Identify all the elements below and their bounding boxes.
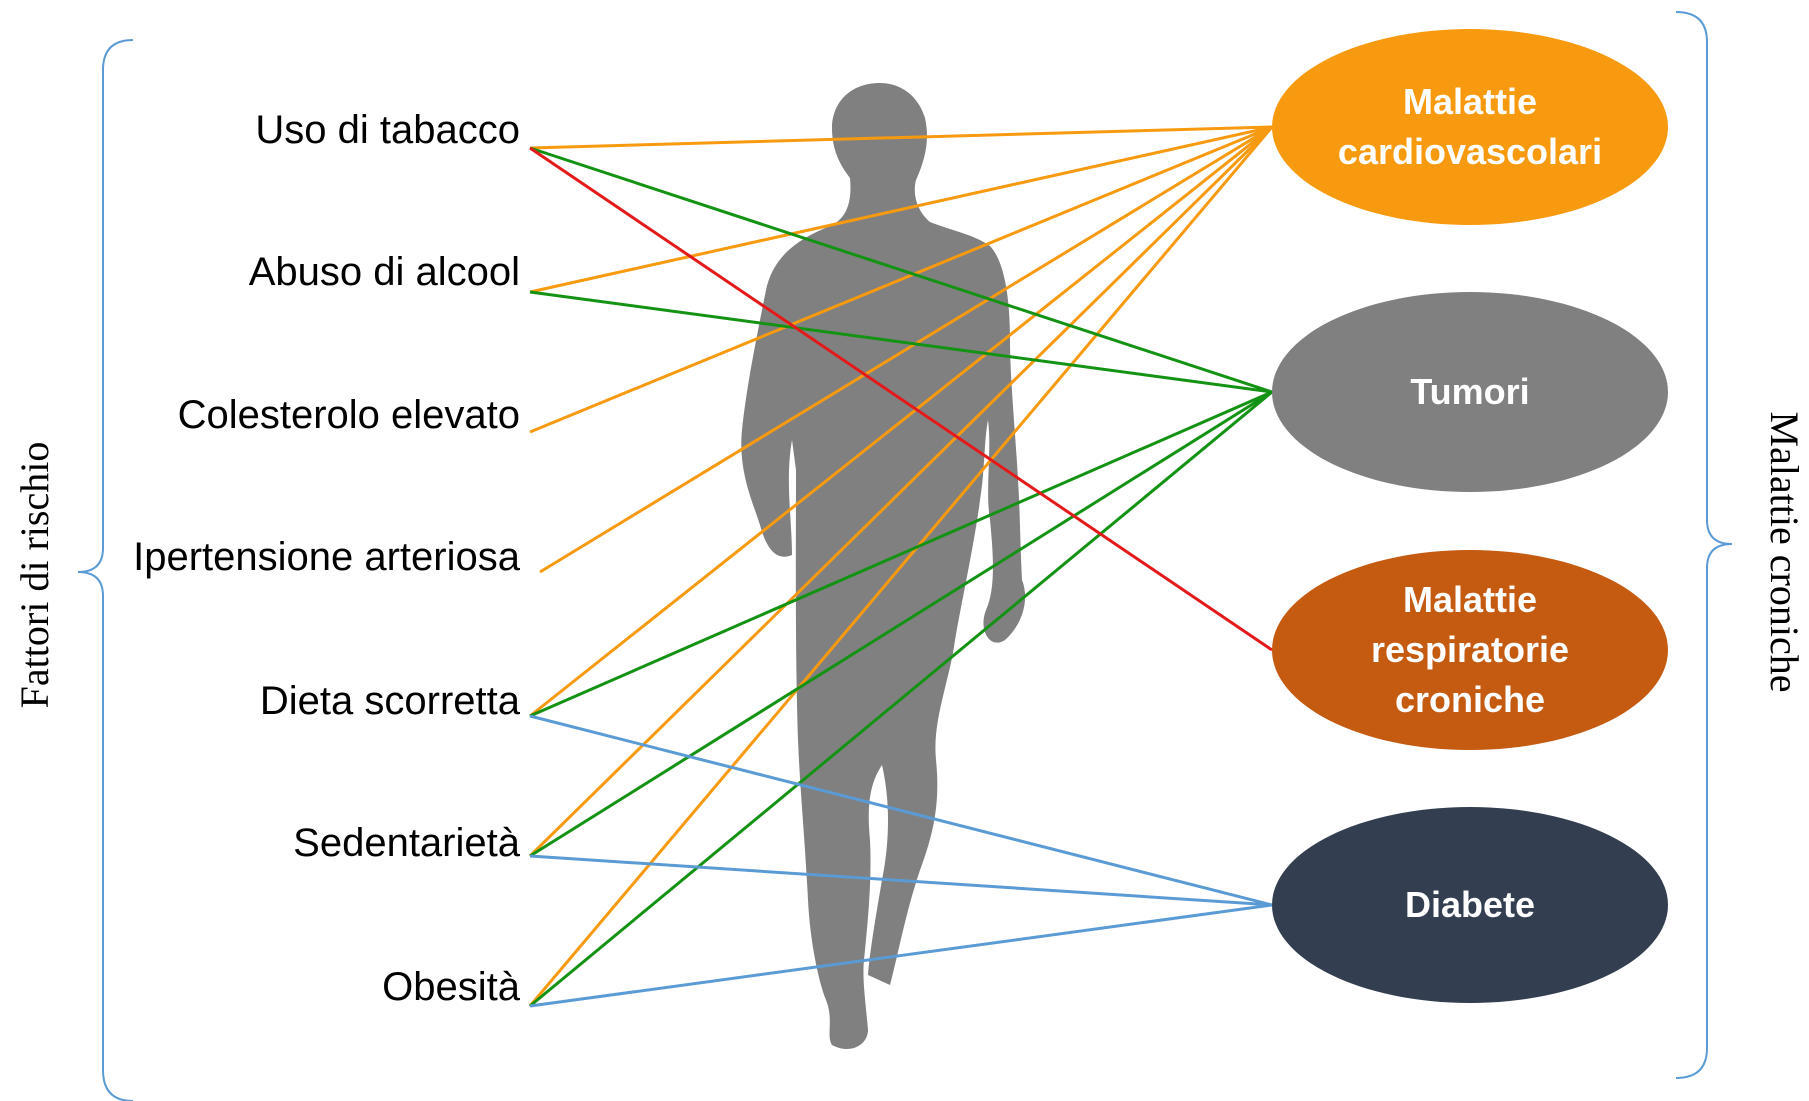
factor-label: Abuso di alcool [249, 250, 520, 294]
factor-label: Sedentarietà [293, 821, 521, 865]
disease-ellipse [1272, 550, 1668, 750]
factor-label: Uso di tabacco [255, 108, 520, 152]
disease-node: Diabete [1272, 807, 1668, 1003]
left-axis-title: Fattori di rischio [12, 442, 57, 709]
link-line [528, 126, 1274, 1007]
factor-label: Ipertensione arteriosa [133, 535, 521, 579]
disease-label: respiratorie [1371, 629, 1569, 670]
disease-label: Tumori [1410, 371, 1529, 412]
link-line [529, 125, 1273, 150]
diseases-layer: MalattiecardiovascolariTumoriMalattieres… [1272, 29, 1668, 1003]
link-line [529, 125, 1273, 718]
factor-label: Obesità [382, 965, 521, 1009]
disease-label: cardiovascolari [1338, 131, 1602, 172]
disease-node: Malattie respiratorie croniche [1272, 550, 1668, 750]
link-line [529, 854, 1273, 907]
link-line [529, 146, 1273, 394]
link-line [529, 125, 1273, 294]
disease-node: Tumori [1272, 292, 1668, 492]
left-bracket [77, 39, 134, 1101]
link-line [539, 125, 1273, 574]
disease-label: Diabete [1405, 884, 1535, 925]
disease-label: Malattie [1403, 81, 1537, 122]
links-layer [528, 125, 1274, 1008]
disease-ellipse [1272, 292, 1668, 492]
disease-node: Malattie cardiovascolari [1272, 29, 1668, 225]
disease-label: croniche [1395, 679, 1545, 720]
right-axis-title: Malattie croniche [1762, 412, 1807, 693]
right-bracket [1675, 11, 1733, 1079]
link-line [529, 125, 1273, 434]
disease-ellipse [1272, 807, 1668, 1003]
link-line [529, 903, 1273, 1008]
link-line [529, 390, 1273, 1008]
factor-label: Dieta scorretta [260, 679, 521, 723]
link-line [529, 714, 1273, 907]
factor-label: Colesterolo elevato [178, 393, 520, 437]
link-line [529, 290, 1273, 394]
link-line [529, 146, 1273, 652]
disease-ellipse [1272, 29, 1668, 225]
human-silhouette-icon [741, 83, 1026, 1050]
link-line [529, 390, 1273, 858]
link-line [529, 390, 1273, 718]
disease-label: Malattie [1403, 579, 1537, 620]
link-line [528, 125, 1274, 858]
